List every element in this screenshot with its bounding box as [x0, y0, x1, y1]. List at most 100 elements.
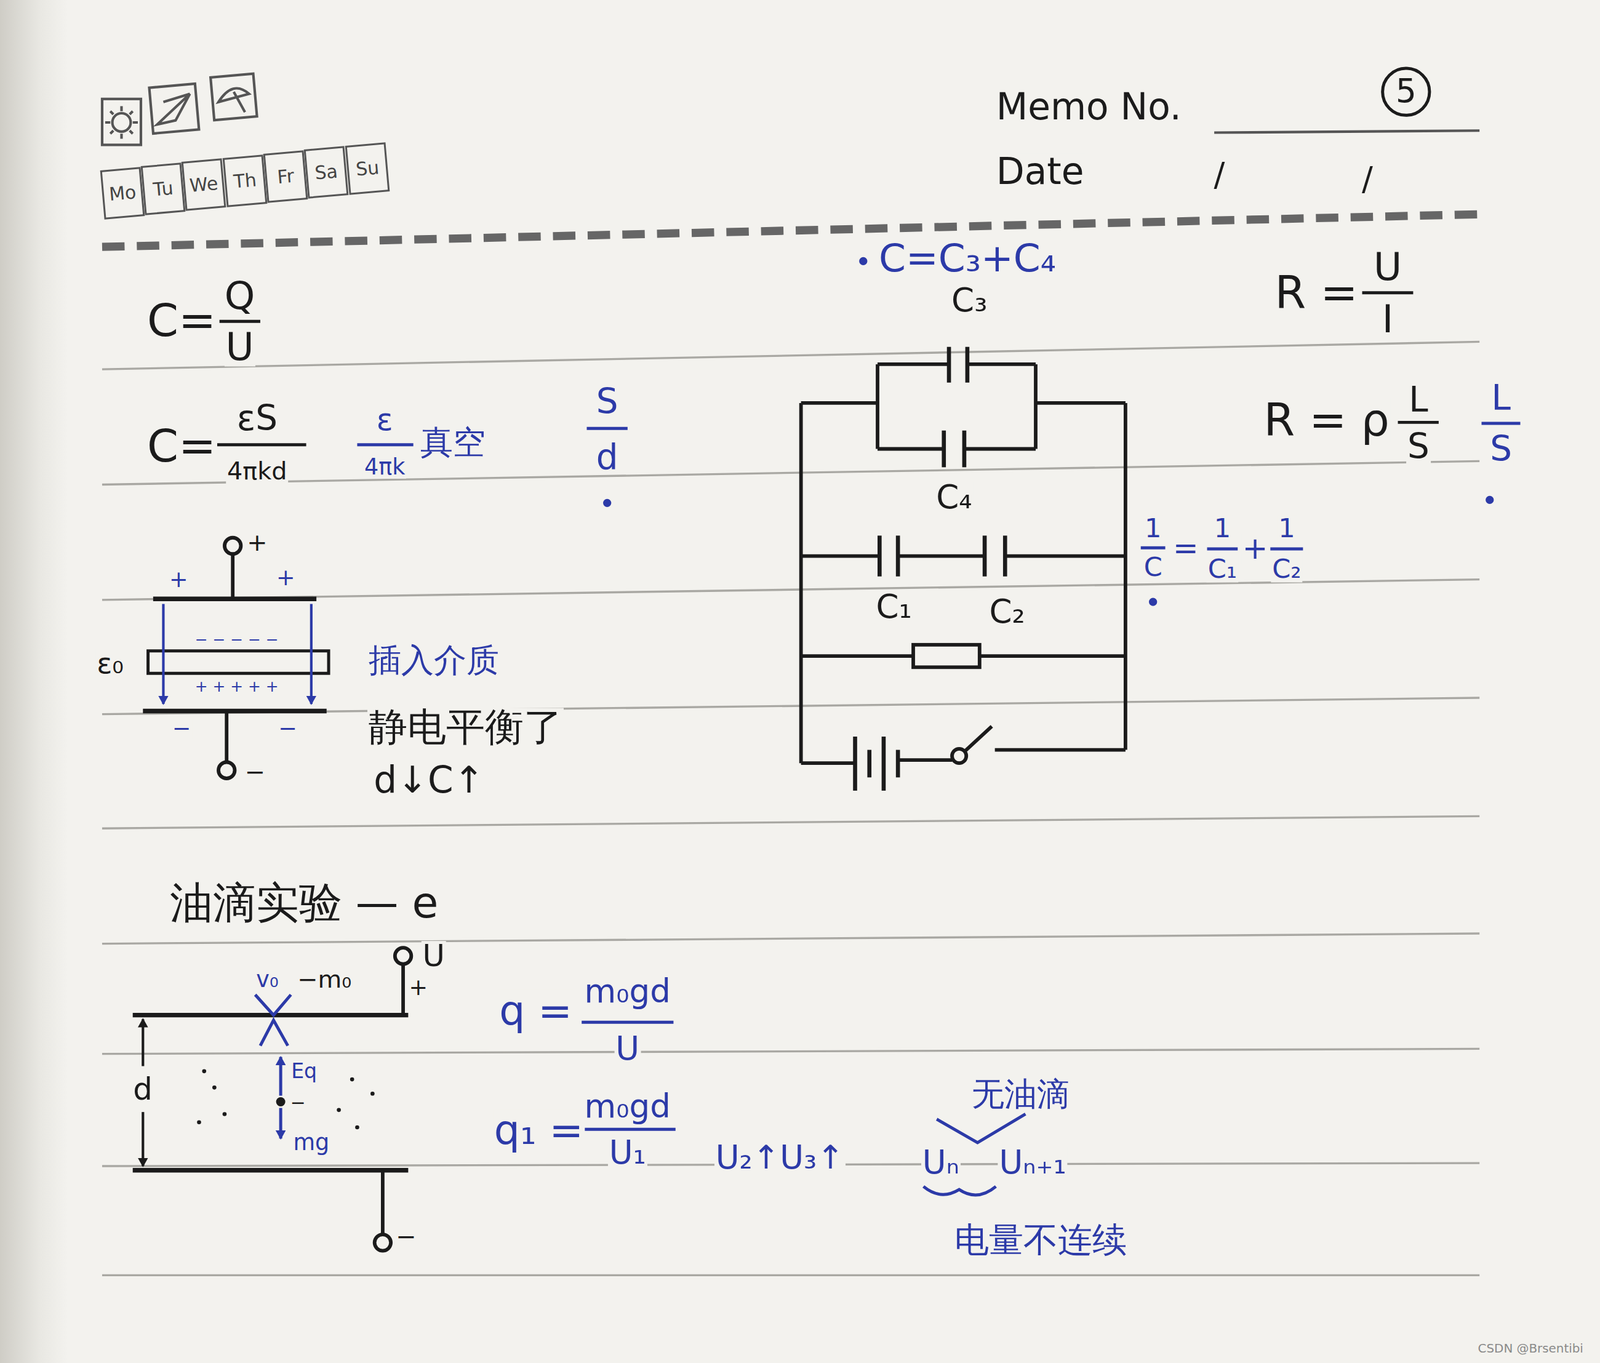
- dashed-divider: [102, 214, 1480, 247]
- weekday-label: Su: [355, 158, 380, 179]
- oil-droplets: [196, 1069, 375, 1130]
- date-heading: Date: [995, 153, 1086, 191]
- date-slash: /: [1360, 163, 1375, 196]
- weekday-label: Sa: [314, 162, 340, 183]
- fraction-denominator: 4πk: [363, 456, 407, 479]
- note-text: 真空: [419, 426, 487, 460]
- weekday-box: Su: [344, 142, 390, 195]
- formula-text: +: [1241, 533, 1270, 565]
- fraction-numerator: Q: [223, 276, 257, 316]
- switch-symbol: [952, 726, 992, 764]
- symbol-label: Uₙ₊₁: [997, 1147, 1068, 1180]
- charge-sign: −: [276, 717, 299, 740]
- terminal-sign: +: [245, 530, 269, 556]
- terminal-sign: −: [394, 1224, 418, 1250]
- weather-icons: [102, 73, 258, 146]
- symbol-label: ε₀: [95, 649, 125, 678]
- memo-underline: [1214, 130, 1480, 133]
- weekday-label: Tu: [152, 178, 175, 199]
- weekday-box: Sa: [304, 146, 349, 199]
- fraction-numerator: m₀gd: [583, 975, 672, 1008]
- formula-text: C=C₃+C₄: [877, 238, 1058, 278]
- capacitor-figure: [142, 537, 329, 779]
- resistor-symbol: [913, 644, 980, 668]
- formula-text: q₁ =: [492, 1108, 585, 1150]
- weekday-box: Th: [222, 154, 268, 207]
- terminal-label: U: [421, 940, 447, 972]
- note-text: d↓C↑: [372, 762, 486, 800]
- force-label: Eq: [289, 1060, 319, 1082]
- bullet-dots: [603, 257, 1494, 607]
- fraction-denominator: I: [1380, 299, 1396, 339]
- circuit-wires: [801, 364, 1126, 764]
- component-label: C₁: [874, 590, 913, 624]
- field-arrows: [163, 603, 311, 704]
- symbol-label: v₀: [254, 968, 280, 991]
- fraction-denominator: S: [1406, 429, 1431, 464]
- component-label: C₂: [987, 595, 1026, 629]
- fraction-bars: [356, 423, 1520, 1130]
- force-label: mg: [291, 1131, 331, 1154]
- charge-sign: −: [289, 1094, 308, 1113]
- date-slash: /: [1212, 159, 1227, 192]
- weekday-label: Th: [232, 170, 258, 191]
- fraction-numerator: 1: [1212, 515, 1232, 542]
- weekday-box: Mo: [99, 166, 145, 220]
- fraction-numerator: 1: [1276, 515, 1296, 542]
- fraction-numerator: U: [1372, 248, 1404, 287]
- memo-heading: Memo No.: [995, 88, 1183, 126]
- binding-shadow: [0, 0, 68, 1363]
- fraction-denominator: C₂: [1270, 556, 1303, 583]
- charge-sign: + + + + +: [193, 679, 280, 695]
- fraction-denominator: U: [224, 327, 256, 367]
- symbol-label: Uₙ: [921, 1147, 961, 1180]
- symbol-label: −m₀: [296, 967, 353, 992]
- formula-text: C=: [145, 297, 218, 343]
- fraction-denominator: S: [1488, 431, 1514, 466]
- note-text: 插入介质: [367, 644, 501, 678]
- fraction-bars: [209, 292, 1439, 445]
- section-heading: 油滴实验 — e: [168, 881, 440, 925]
- weekday-box: We: [181, 158, 227, 212]
- capacitor-symbols: [879, 347, 1005, 577]
- formula-text: =: [1171, 533, 1200, 565]
- fraction-denominator: U: [614, 1032, 641, 1066]
- charge-sign: +: [168, 568, 190, 591]
- memo-number: 5: [1394, 75, 1418, 109]
- weekday-label: We: [188, 174, 220, 196]
- note-text: U₂↑U₃↑: [714, 1141, 846, 1175]
- ruled-lines: [102, 341, 1480, 1276]
- fraction-denominator: 4πkd: [225, 459, 289, 484]
- formula-text: q =: [497, 989, 574, 1031]
- fraction-numerator: S: [595, 384, 620, 420]
- charge-sign: − − − − −: [193, 632, 280, 648]
- terminal-sign: −: [243, 760, 267, 785]
- fraction-numerator: m₀gd: [583, 1091, 672, 1124]
- component-label: C₃: [950, 284, 989, 318]
- watermark: CSDN @Brsentibi: [1476, 1342, 1585, 1356]
- fraction-denominator: C₁: [1206, 556, 1239, 583]
- note-text: 电量不连续: [953, 1222, 1128, 1257]
- weekday-box: Tu: [140, 162, 186, 215]
- battery-symbol: [855, 736, 899, 791]
- oil-drop-apparatus: [132, 947, 412, 1251]
- oil-drop-forces: [255, 994, 292, 1139]
- fraction-denominator: C: [1142, 553, 1164, 581]
- note-text: 静电平衡了: [367, 708, 564, 748]
- charge-sign: +: [275, 566, 297, 589]
- dimension-label: d: [131, 1074, 154, 1106]
- fraction-numerator: L: [1407, 382, 1429, 418]
- formula-text: C=: [145, 423, 218, 469]
- fraction-denominator: U₁: [608, 1136, 648, 1170]
- component-label: C₄: [934, 481, 973, 515]
- fraction-numerator: 1: [1143, 515, 1163, 542]
- weekday-label: Mo: [108, 182, 137, 204]
- fraction-numerator: ε: [375, 404, 395, 436]
- weekday-label: Fr: [276, 166, 295, 187]
- number-circle: [1382, 68, 1430, 116]
- fraction-numerator: εS: [235, 401, 279, 436]
- charge-sign: −: [171, 717, 193, 740]
- formula-text: R =: [1273, 270, 1360, 316]
- fraction-denominator: d: [595, 440, 620, 475]
